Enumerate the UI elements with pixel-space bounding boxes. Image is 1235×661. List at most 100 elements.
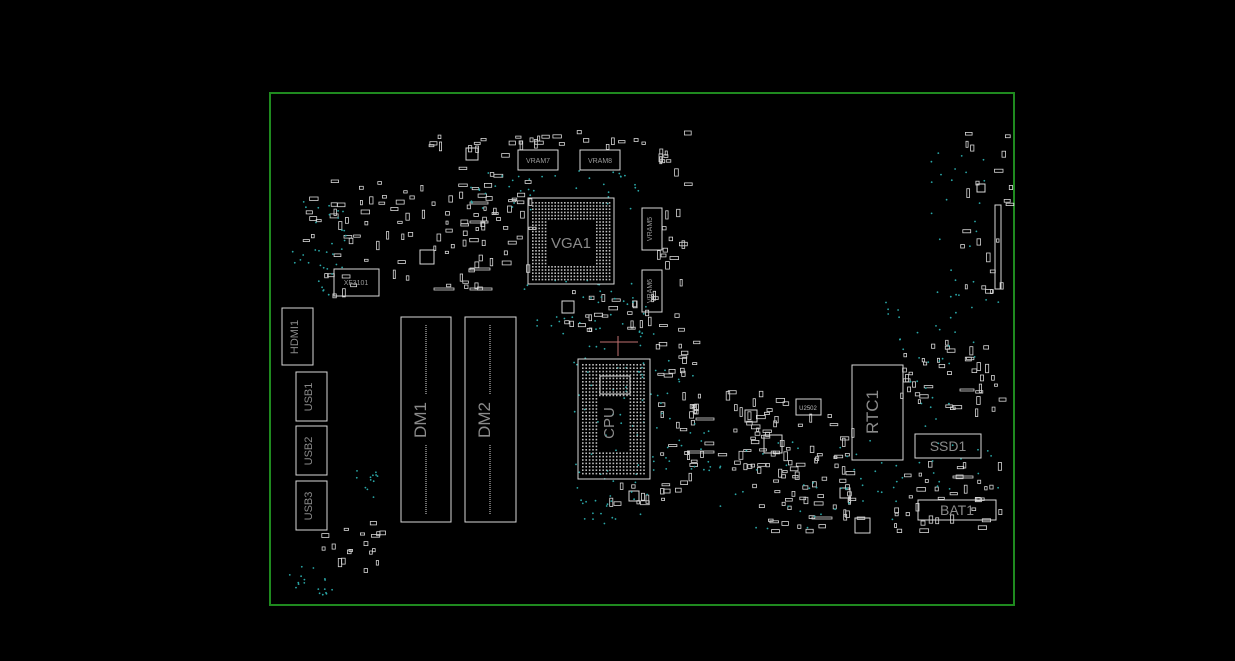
ball — [612, 387, 615, 390]
smd-part — [478, 254, 483, 262]
smd-part — [458, 166, 468, 170]
smd-part — [904, 473, 912, 478]
via — [342, 210, 344, 213]
via — [470, 186, 472, 189]
via — [898, 316, 900, 319]
ball — [633, 404, 635, 407]
dm1-slot[interactable]: DM1 — [400, 316, 452, 523]
hdmi1-connector[interactable]: HDMI1 — [281, 307, 314, 366]
smd-part — [832, 504, 837, 510]
ball — [544, 218, 547, 220]
smd-part — [342, 288, 346, 298]
usb1-connector[interactable]: USB1 — [295, 371, 328, 422]
vram6-chip[interactable]: VRAM6 — [641, 269, 663, 313]
ball — [583, 208, 585, 210]
ball — [576, 202, 579, 204]
smd-part — [528, 198, 533, 206]
smd-part — [997, 462, 1002, 471]
ssd1-connector[interactable]: SSD1 — [914, 433, 982, 459]
via — [528, 178, 531, 181]
ball — [567, 211, 569, 214]
ball — [636, 425, 638, 427]
smd-part — [663, 154, 669, 158]
ball — [551, 266, 553, 268]
via — [372, 480, 375, 483]
via — [880, 462, 883, 464]
via — [777, 442, 780, 444]
smd-part — [684, 130, 692, 136]
smd-part — [750, 436, 756, 440]
ball — [626, 394, 628, 397]
ball — [585, 374, 587, 376]
ball — [538, 275, 540, 278]
via — [916, 331, 919, 334]
ball — [564, 275, 566, 278]
usb1-label: USB1 — [303, 383, 315, 412]
ball — [626, 455, 628, 458]
smd-part — [815, 456, 820, 461]
ball — [592, 418, 594, 420]
smd-part — [848, 497, 857, 502]
ball — [599, 266, 601, 268]
via — [562, 332, 565, 335]
ball — [538, 202, 540, 204]
vram7-chip[interactable]: VRAM7 — [517, 149, 559, 171]
via — [785, 464, 788, 467]
bat1-connector[interactable]: BAT1 — [917, 499, 997, 521]
via — [938, 360, 941, 362]
ball — [599, 240, 601, 242]
ball — [535, 227, 537, 230]
usb3-connector[interactable]: USB3 — [295, 480, 328, 531]
ball — [633, 377, 635, 380]
smd-part — [950, 406, 956, 410]
ball — [612, 367, 615, 369]
ball — [573, 272, 576, 274]
ball — [535, 278, 537, 281]
via — [815, 486, 818, 489]
via — [941, 357, 944, 360]
ball — [622, 455, 625, 458]
ball — [580, 218, 582, 220]
smd-part — [659, 324, 668, 327]
ball — [609, 452, 611, 454]
ball — [585, 428, 587, 431]
ball — [602, 208, 604, 210]
via — [813, 515, 816, 518]
ball — [535, 202, 537, 204]
rtc1-label: RTC1 — [863, 390, 882, 434]
ball — [605, 240, 608, 242]
smd-part — [774, 490, 781, 494]
cpu-chip[interactable]: CPU — [577, 358, 651, 480]
xf3101-part[interactable]: XF3101 — [333, 268, 380, 297]
smd-part — [321, 546, 326, 551]
via — [652, 333, 655, 335]
ball — [643, 391, 645, 393]
ball — [596, 256, 598, 258]
edge-connector[interactable] — [994, 204, 1002, 290]
vga1-chip[interactable]: VGA1 — [527, 197, 615, 285]
smd-part — [839, 478, 847, 483]
smd-part — [783, 451, 788, 462]
vram8-chip[interactable]: VRAM8 — [579, 149, 621, 171]
smd-part — [964, 284, 968, 290]
dm2-slot[interactable]: DM2 — [464, 316, 517, 523]
vram5-chip[interactable]: VRAM5 — [641, 207, 663, 251]
u2502-part[interactable]: U2502 — [795, 398, 822, 416]
ball — [588, 452, 591, 454]
ball — [588, 387, 591, 390]
via — [366, 488, 369, 491]
smd-part — [896, 528, 903, 534]
rtc1-part[interactable]: RTC1 — [851, 364, 904, 461]
ball — [548, 211, 550, 214]
ball — [636, 398, 638, 400]
ball — [608, 214, 611, 217]
ball — [612, 472, 615, 475]
smd-part — [680, 480, 688, 485]
via — [575, 187, 578, 190]
smd-part — [467, 145, 473, 153]
usb2-connector[interactable]: USB2 — [295, 425, 328, 476]
ball — [602, 459, 604, 461]
ball — [599, 250, 601, 252]
ball — [582, 435, 584, 437]
